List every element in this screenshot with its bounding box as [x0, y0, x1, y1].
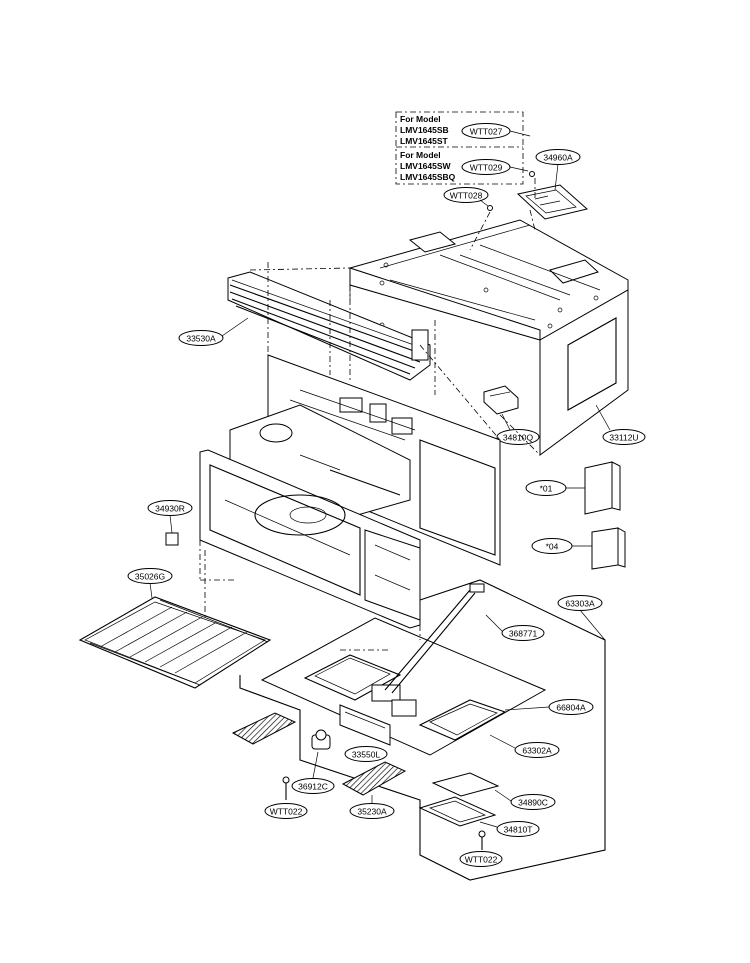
callout-01[interactable]: *01: [525, 480, 567, 496]
oven-rack: [78, 596, 272, 689]
lamp-cover: [339, 704, 391, 746]
callout-66804a[interactable]: 66804A: [548, 699, 594, 715]
callout-34810q[interactable]: 34810Q: [496, 429, 540, 445]
model-note-box: For Model LMV1645SB LMV1645ST For Model …: [395, 111, 524, 185]
callout-33550l[interactable]: 33550L: [344, 746, 388, 762]
callout-34810t[interactable]: 34810T: [496, 821, 540, 837]
note-line-5: LMV1645SW: [400, 161, 452, 171]
grease-filter-left: [231, 712, 297, 745]
svg-text:63302A: 63302A: [522, 746, 552, 756]
bottom-assembly-outline: [239, 579, 606, 881]
svg-text:*01: *01: [540, 484, 553, 494]
outer-case: [349, 219, 629, 456]
svg-text:35230A: 35230A: [357, 807, 387, 817]
svg-text:34930R: 34930R: [155, 504, 185, 514]
svg-text:WTT022: WTT022: [270, 807, 303, 817]
svg-text:34960A: 34960A: [543, 153, 573, 163]
callout-35230a[interactable]: 35230A: [349, 803, 395, 819]
svg-text:34890C: 34890C: [518, 798, 548, 808]
callout-wtt022-right[interactable]: WTT022: [459, 851, 503, 867]
screw-left: [282, 776, 290, 800]
svg-text:34810T: 34810T: [504, 825, 533, 835]
svg-text:WTT029: WTT029: [470, 163, 503, 173]
grease-filter-right: [341, 761, 407, 796]
callout-04[interactable]: *04: [531, 538, 573, 554]
callout-33112u[interactable]: 33112U: [602, 429, 646, 445]
screw-icon: [487, 205, 493, 211]
callout-wtt029[interactable]: WTT029: [461, 159, 511, 175]
svg-text:WTT028: WTT028: [450, 191, 483, 201]
callout-34960a[interactable]: 34960A: [535, 149, 581, 165]
svg-text:35026G: 35026G: [135, 572, 165, 582]
svg-text:WTT027: WTT027: [470, 127, 503, 137]
callout-33530a[interactable]: 33530A: [178, 330, 224, 346]
screw-right: [478, 830, 486, 850]
top-cover-plate: [516, 184, 589, 220]
callout-34930r[interactable]: 34930R: [147, 500, 193, 516]
callout-wtt028[interactable]: WTT028: [443, 187, 489, 203]
note-line-4: For Model: [400, 150, 441, 160]
svg-text:36912C: 36912C: [298, 782, 328, 792]
bracket-part: [483, 385, 519, 415]
cavity-assembly: [199, 354, 501, 629]
callout-63302a[interactable]: 63302A: [514, 742, 560, 758]
svg-text:34810Q: 34810Q: [503, 433, 534, 443]
svg-text:*04: *04: [546, 542, 559, 552]
callout-35026g[interactable]: 35026G: [127, 568, 173, 584]
svg-text:66804A: 66804A: [556, 703, 586, 713]
svg-text:33550L: 33550L: [352, 750, 381, 760]
svg-text:33112U: 33112U: [609, 433, 638, 443]
callout-36912c[interactable]: 36912C: [291, 778, 335, 794]
svg-text:33530A: 33530A: [186, 334, 216, 344]
base-plate: [260, 617, 547, 756]
manual-box-04: [591, 527, 626, 570]
note-line-1: For Model: [400, 114, 441, 124]
note-line-3: LMV1645ST: [400, 136, 449, 146]
note-line-6: LMV1645SBQ: [400, 172, 456, 182]
callout-wtt022-left[interactable]: WTT022: [264, 803, 308, 819]
light-bulb: [311, 729, 331, 750]
callout-34890c[interactable]: 34890C: [510, 794, 556, 810]
latch-clip: [165, 532, 179, 546]
lamp-lens: [431, 772, 500, 797]
screw-icon: [529, 171, 535, 177]
svg-text:368771: 368771: [509, 629, 538, 639]
callout-368771[interactable]: 368771: [501, 625, 545, 641]
note-line-2: LMV1645SB: [400, 125, 449, 135]
svg-text:WTT022: WTT022: [465, 855, 498, 865]
callout-63303a[interactable]: 63303A: [557, 595, 603, 611]
assembly-guide-lines: [199, 178, 541, 740]
manual-box-01: [584, 461, 621, 515]
lamp-frame: [418, 796, 497, 827]
callout-wtt027[interactable]: WTT027: [461, 123, 511, 139]
wire-harness: [384, 583, 485, 694]
svg-text:63303A: 63303A: [565, 599, 595, 609]
